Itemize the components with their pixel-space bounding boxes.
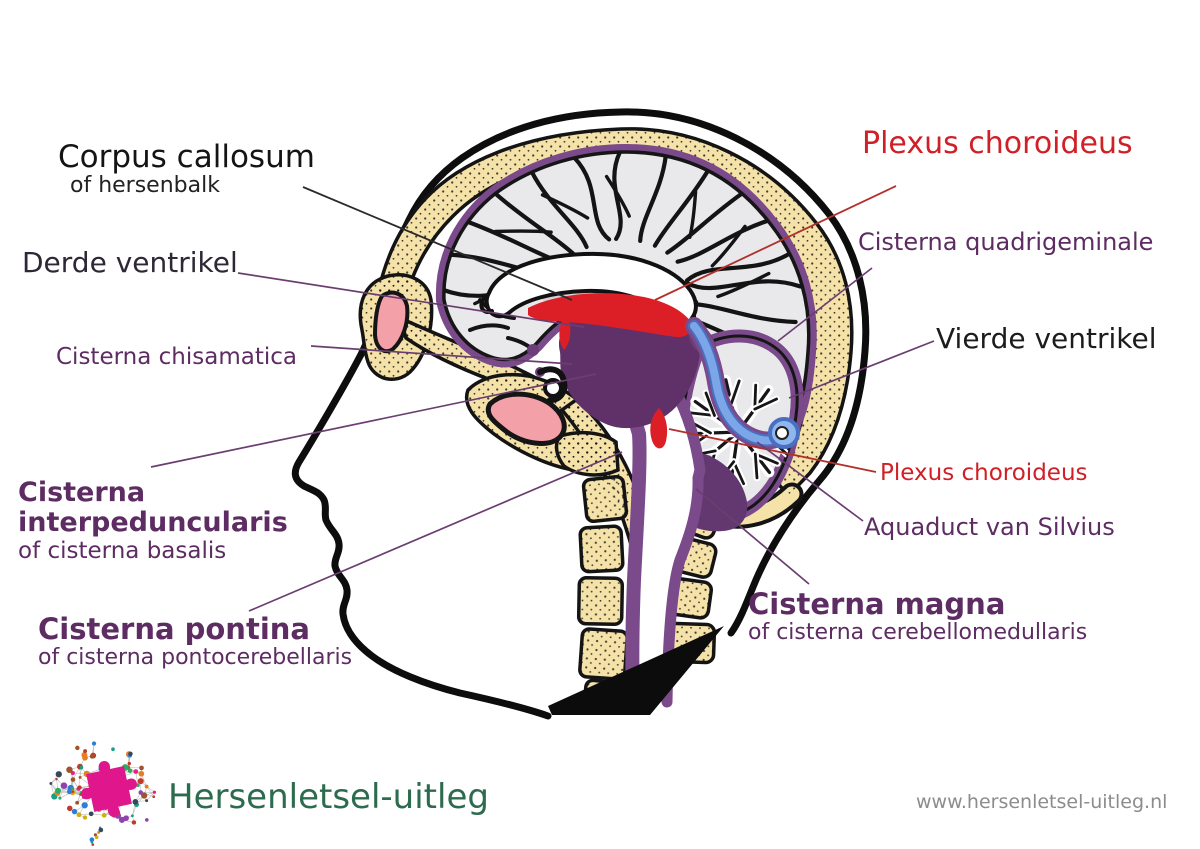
label-subtitle: of cisterna cerebellomedullaris [748, 619, 1088, 645]
sphenoid-sinus [485, 391, 567, 446]
leader-cisterna-magna [695, 488, 810, 585]
label-corpus-callosum: Corpus callosum of hersenbalk [58, 140, 315, 198]
label-title: Vierde ventrikel [936, 322, 1157, 355]
sella-turcica [537, 366, 568, 403]
leader-plexus-top [654, 185, 897, 301]
label-cisterna-chisamatica: Cisterna chisamatica [56, 344, 297, 370]
label-subtitle: of cisterna basalis [18, 538, 227, 565]
plexus-red-drip [559, 318, 571, 350]
brain-network-logo-icon [49, 741, 157, 846]
leader-aquaduct [756, 441, 864, 522]
leader-quadrigeminale [777, 267, 873, 342]
label-title: Plexus choroideus [880, 460, 1088, 486]
label-title: Derde ventrikel [22, 246, 238, 279]
puzzle-piece-icon [81, 761, 137, 817]
plexus-choroideus-red-crescent [528, 293, 692, 338]
leader-corpus-callosum [302, 186, 573, 301]
leader-lines [150, 185, 935, 612]
plexus-choroideus-small [650, 408, 668, 449]
third-ventricle-region [558, 307, 700, 429]
leader-chisamatica [310, 345, 573, 365]
label-title: Cisterna chisamatica [56, 344, 297, 370]
label-cisterna-interpeduncularis: Cisterna interpeduncularis of cisterna b… [18, 478, 303, 565]
chiasm-dot [527, 344, 539, 356]
label-derde-ventrikel: Derde ventrikel [22, 246, 238, 279]
brainstem [610, 346, 700, 702]
label-subtitle: of cisterna pontocerebellaris [38, 644, 353, 670]
fourth-ventricle-bulb-core [775, 426, 789, 440]
leader-interpeduncularis [150, 373, 597, 468]
label-cisterna-quadrigeminale: Cisterna quadrigeminale [858, 228, 1154, 256]
logo-wordmark: Hersenletsel-uitleg [168, 777, 489, 817]
label-cisterna-pontina: Cisterna pontina of cisterna pontocerebe… [38, 612, 353, 670]
label-subtitle: of hersenbalk [70, 173, 220, 199]
leader-derde-ventrikel [237, 272, 585, 328]
label-cisterna-magna: Cisterna magna of cisterna cerebellomedu… [748, 587, 1088, 645]
label-aquaduct-van-silvius: Aquaduct van Silvius [864, 513, 1115, 541]
label-title: Cisterna magna [748, 587, 1006, 621]
label-title: Plexus choroideus [862, 126, 1133, 161]
frontal-sinus [372, 290, 410, 354]
leader-pontina [248, 451, 623, 612]
dorsal-cord-csf [646, 350, 706, 708]
atlas-vertebra [554, 430, 620, 477]
label-title: Aquaduct van Silvius [864, 513, 1115, 541]
label-vierde-ventrikel: Vierde ventrikel [936, 322, 1157, 355]
label-title: Corpus callosum [58, 139, 315, 175]
leader-plexus-side [668, 428, 877, 473]
shoulder-wedge [548, 626, 724, 715]
label-title: Cisterna pontina [38, 612, 310, 646]
label-title: Cisterna interpeduncularis [18, 477, 288, 538]
website-url: www.hersenletsel-uitleg.nl [916, 791, 1168, 813]
label-plexus-choroideus-side: Plexus choroideus [880, 460, 1088, 486]
label-title: Cisterna quadrigeminale [858, 228, 1154, 256]
aquaduct-blue [690, 322, 783, 445]
leader-vierde-ventrikel [788, 340, 935, 399]
label-plexus-choroideus-top: Plexus choroideus [862, 127, 1133, 160]
